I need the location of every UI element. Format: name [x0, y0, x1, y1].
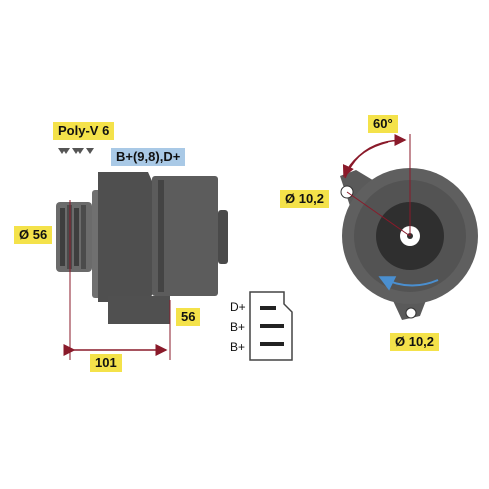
alternator-front-view [340, 134, 478, 320]
alternator-side-view [56, 172, 228, 360]
lower-hole-diameter-label: Ø 10,2 [390, 333, 440, 351]
belt-type-label: Poly-V 6 [53, 122, 115, 140]
pulley [56, 202, 92, 272]
rotation-arrow [378, 276, 439, 291]
terminal-label-b-plus-1: B+ [230, 320, 246, 334]
poly-v-icon [58, 148, 94, 154]
rear-cap [218, 210, 228, 264]
terminal-b-plus-1 [260, 324, 284, 328]
depth-dimension-label: 56 [176, 308, 201, 326]
terminal-label-b-plus-2: B+ [230, 340, 246, 354]
terminal-connector [249, 291, 293, 361]
connection-label: B+(9,8),D+ [111, 148, 186, 166]
pulley-diameter-label: Ø 56 [14, 226, 53, 244]
length-dimension-label: 101 [90, 354, 122, 372]
angle-label: 60° [368, 115, 398, 133]
stator-housing [152, 176, 218, 296]
terminal-d-plus [260, 306, 276, 310]
mounting-foot [108, 296, 170, 324]
front-housing [98, 172, 156, 302]
terminal-label-d-plus: D+ [230, 300, 246, 314]
upper-hole-diameter-label: Ø 10,2 [280, 190, 330, 208]
terminal-b-plus-2 [260, 342, 284, 346]
